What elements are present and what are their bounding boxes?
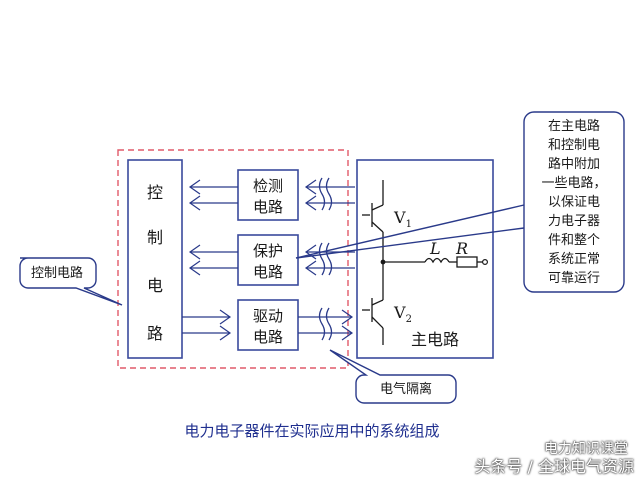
drive-to-main-arrows [298, 309, 354, 341]
control-to-drive-arrows [182, 309, 232, 341]
figure-caption: 电力电子器件在实际应用中的系统组成 [184, 422, 439, 440]
note-text: 在主电路 和控制电 路中附加 一些电路， 以保证电 力电子器 件和整个 系统正常… [541, 118, 606, 286]
control-char-4: 路 [147, 324, 163, 343]
control-circuit-block [127, 159, 183, 359]
protect-circuit-block [237, 234, 299, 286]
watermark-line-2: 头条号 / 全球电气资源 [474, 457, 634, 476]
note-line: 可靠运行 [548, 271, 600, 286]
control-char-1: 控 [147, 183, 163, 202]
protect-label-2: 电路 [253, 263, 283, 281]
output-terminal [482, 259, 489, 266]
control-group-boundary [117, 149, 349, 369]
junction-dot [380, 259, 386, 265]
v1-label: V1 [393, 208, 412, 230]
note-line: 件和整个 [548, 233, 600, 248]
note-line: 系统正常 [548, 252, 600, 267]
detect-label-2: 电路 [253, 198, 283, 216]
main-circuit-label: 主电路 [411, 330, 459, 349]
inductor-label: L [429, 239, 441, 258]
v2-label: V2 [393, 303, 412, 325]
note-line: 在主电路 [548, 118, 600, 134]
main-to-detect-arrows [304, 179, 355, 211]
note-line: 路中附加 [548, 156, 600, 172]
main-circuit-block [356, 159, 494, 359]
detect-to-control-arrows [188, 179, 238, 211]
drive-label-2: 电路 [253, 328, 283, 346]
note-line: 和控制电 [548, 138, 600, 153]
control-callout-bubble [19, 257, 123, 306]
watermark-line-1: 电力知识课堂 [544, 441, 628, 457]
detect-label-1: 检测 [253, 177, 283, 195]
control-char-2: 制 [147, 228, 163, 247]
isolation-callout-text: 电气隔离 [380, 381, 432, 397]
isolation-marks [318, 177, 333, 341]
note-callout-bubble [523, 111, 625, 293]
main-circuit-schematic [362, 180, 485, 345]
drive-circuit-block [237, 299, 299, 351]
note-line: 一些电路， [541, 175, 606, 191]
drive-label-1: 驱动 [253, 307, 283, 325]
isolation-callout-bubble [329, 349, 457, 404]
note-line: 以保证电 [548, 195, 600, 210]
note-pointer [295, 204, 525, 259]
protect-to-control-arrows [188, 244, 238, 276]
protect-label-1: 保护 [253, 242, 283, 260]
detect-circuit-block [237, 169, 299, 221]
watermark: 电力知识课堂 头条号 / 全球电气资源 [474, 440, 634, 476]
resistor-label: R [455, 239, 468, 258]
note-line: 力电子器 [548, 214, 600, 229]
control-callout-text: 控制电路 [31, 265, 83, 281]
control-char-3: 电 [147, 276, 163, 295]
